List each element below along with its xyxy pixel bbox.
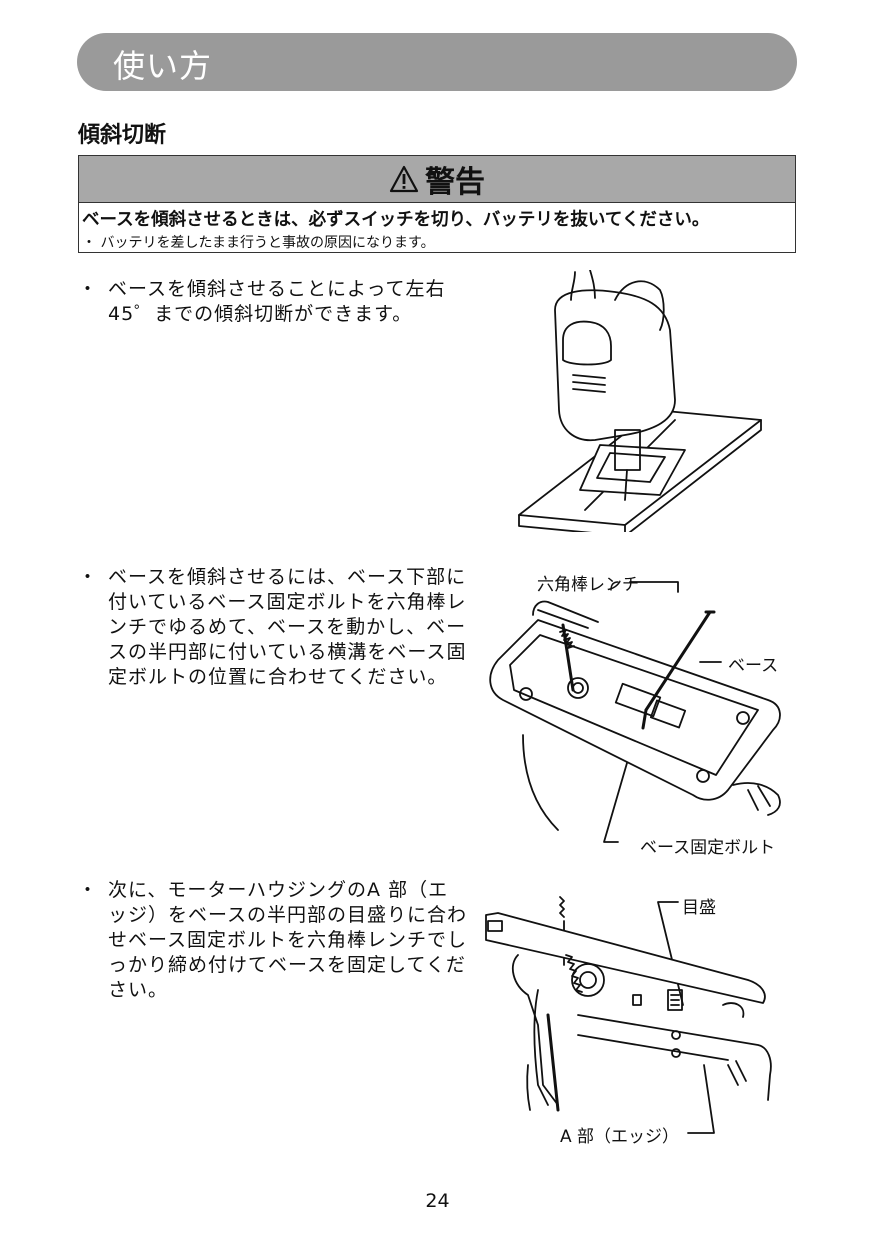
scale-alignment-illustration: [485, 896, 772, 1134]
page-number: 24: [425, 1190, 450, 1212]
warning-box: 警告 ベースを傾斜させるときは、必ずスイッチを切り、バッテリを抜いてください。 …: [78, 155, 796, 253]
bullet: ・: [78, 879, 99, 901]
label-base: ベース: [728, 656, 779, 676]
step-1: ・ ベースを傾斜させることによって左右 45゜までの傾斜切断ができます。: [78, 277, 468, 327]
warning-title: 警告: [425, 165, 485, 200]
warning-note-text: ・ バッテリを差したまま行うと事故の原因になります。: [82, 235, 435, 251]
label-part-a-edge: A 部（エッジ）: [560, 1127, 680, 1147]
step-text: ベースを傾斜させることによって左右 45゜までの傾斜切断ができます。: [108, 278, 446, 325]
jigsaw-bevel-illustration: [518, 270, 762, 532]
warning-main-text: ベースを傾斜させるときは、必ずスイッチを切り、バッテリを抜いてください。: [82, 210, 710, 230]
label-scale: 目盛: [682, 898, 716, 918]
warning-triangle-icon: [389, 165, 419, 193]
warning-header: 警告: [79, 156, 795, 203]
step-3: ・ 次に、モーターハウジングのA 部（エッジ）をベースの半円部の目盛りに合わせベ…: [78, 878, 468, 1003]
bullet: ・: [78, 278, 99, 300]
section-heading: 傾斜切断: [78, 123, 167, 148]
bullet: ・: [78, 566, 99, 588]
base-adjustment-illustration: [489, 581, 781, 843]
label-base-fixing-bolt: ベース固定ボルト: [640, 838, 776, 858]
header-bar: 使い方: [77, 33, 797, 91]
page-title: 使い方: [113, 47, 213, 85]
step-text: ベースを傾斜させるには、ベース下部に付いているベース固定ボルトを六角棒レンチでゆ…: [108, 566, 467, 688]
label-hex-wrench: 六角棒レンチ: [537, 575, 639, 595]
step-2: ・ ベースを傾斜させるには、ベース下部に付いているベース固定ボルトを六角棒レンチ…: [78, 565, 468, 690]
step-text: 次に、モーターハウジングのA 部（エッジ）をベースの半円部の目盛りに合わせベース…: [108, 879, 468, 1001]
